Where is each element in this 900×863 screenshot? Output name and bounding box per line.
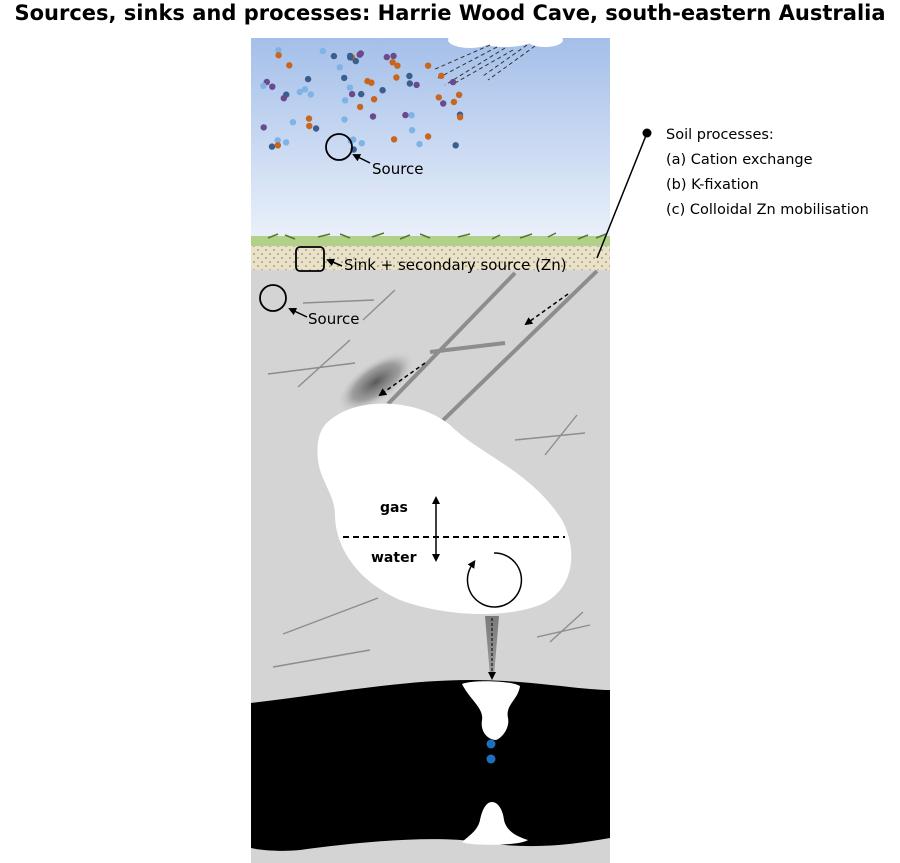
aerosol-particle (349, 91, 355, 97)
aerosol-particle (313, 125, 319, 131)
aerosol-particle (290, 119, 296, 125)
aerosol-particle (384, 54, 390, 60)
aerosol-particle (357, 52, 363, 58)
aerosol-particle (275, 52, 281, 58)
aerosol-particle (390, 53, 396, 59)
aerosol-particle (308, 91, 314, 97)
aerosol-particle (457, 114, 463, 120)
aerosol-particle (456, 92, 462, 98)
aerosol-particle (408, 112, 414, 118)
aerosol-particle (269, 143, 275, 149)
aerosol-particle (379, 87, 385, 93)
aerosol-particle (413, 82, 419, 88)
water-label: water (371, 550, 417, 566)
aerosol-particle (347, 53, 353, 59)
aerosol-particle (371, 96, 377, 102)
aerosol-particle (394, 62, 400, 68)
aerosol-particle (451, 99, 457, 105)
aerosol-particle (407, 80, 413, 86)
aerosol-particle (438, 73, 444, 79)
aerosol-particle (393, 74, 399, 80)
soil-process-item-b: (b) K-fixation (666, 177, 759, 193)
aerosol-particle (320, 48, 326, 54)
bedrock-source-label: Source (308, 310, 360, 328)
aerosol-particle (306, 123, 312, 129)
aerosol-particle (341, 75, 347, 81)
aerosol-particle (425, 62, 431, 68)
aerosol-particle (358, 91, 364, 97)
atmosphere-source-label: Source (372, 160, 424, 178)
cave-passage (251, 680, 610, 851)
aerosol-particle (306, 115, 312, 121)
aerosol-particle (364, 78, 370, 84)
aerosol-particle (436, 94, 442, 100)
aerosol-particle (305, 76, 311, 82)
aerosol-particle (347, 84, 353, 90)
soil-process-heading: Soil processes: (666, 127, 774, 143)
aerosol-particle (440, 100, 446, 106)
soil-sink-label: Sink + secondary source (Zn) (344, 256, 567, 274)
soil-process-item-a: (a) Cation exchange (666, 152, 813, 168)
aerosol-particle (281, 95, 287, 101)
aerosol-particle (342, 97, 348, 103)
soil-process-item-c: (c) Colloidal Zn mobilisation (666, 202, 869, 218)
water-drop-2 (487, 755, 496, 764)
aerosol-particle (391, 136, 397, 142)
aerosol-particle (416, 141, 422, 147)
aerosol-particle (337, 64, 343, 70)
aerosol-particle (370, 113, 376, 119)
diagram-title: Sources, sinks and processes: Harrie Woo… (14, 1, 885, 25)
aerosol-particle (402, 112, 408, 118)
cloud-icon (448, 29, 563, 48)
aerosol-particle (353, 58, 359, 64)
aerosol-particle (425, 133, 431, 139)
grass-layer (251, 236, 610, 246)
aerosol-particle (260, 83, 266, 89)
aerosol-particle (406, 73, 412, 79)
aerosol-particle (357, 104, 363, 110)
aerosol-particle (283, 139, 289, 145)
water-drop-1 (487, 740, 496, 749)
aerosol-particle (453, 142, 459, 148)
aerosol-particle (302, 86, 308, 92)
gas-label: gas (380, 500, 408, 516)
aerosol-particle (275, 142, 281, 148)
aerosol-particle (269, 84, 275, 90)
aerosol-particle (409, 127, 415, 133)
aerosol-particle (359, 140, 365, 146)
aerosol-particle (341, 116, 347, 122)
aerosol-particle (261, 124, 267, 130)
aerosol-particle (450, 79, 456, 85)
aerosol-particle (286, 62, 292, 68)
aerosol-particle (331, 53, 337, 59)
